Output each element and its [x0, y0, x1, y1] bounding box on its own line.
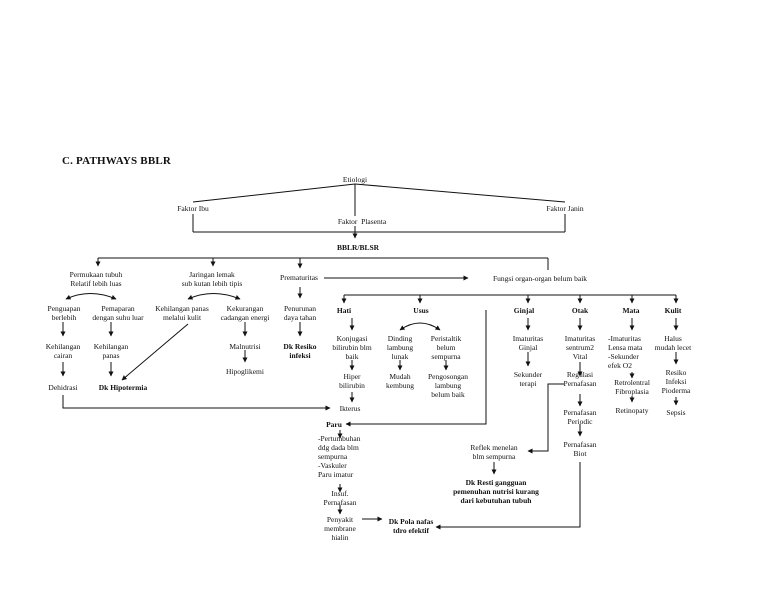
node-imaturitas-ginjal: Imaturitas Ginjal: [512, 334, 544, 352]
node-kehilangan-panas-kulit: Kehilangan panas melalui kulit: [155, 304, 209, 322]
node-mudah-kembung: Mudah kembung: [386, 372, 414, 390]
node-imaturitas-sentrum: Imaturitas sentrum2 Vital: [564, 334, 596, 361]
node-pernafasan-periodic: Pernafasan Periodic: [563, 408, 597, 426]
node-dk-resti: Dk Resti gangguan pemenuhan nutrisi kura…: [453, 478, 539, 505]
section-title: C. PATHWAYS BBLR: [62, 155, 172, 167]
node-kehilangan-cairan: Kehilangan cairan: [45, 342, 81, 360]
node-otak: Otak: [571, 306, 589, 315]
node-hati: Hati: [336, 306, 352, 315]
node-dehidrasi: Dehidrasi: [48, 383, 78, 392]
node-dinding-lambung: Dinding lambung lunak: [386, 334, 414, 361]
node-hiper-bilirubin: Hiper bilirubin: [339, 372, 365, 390]
node-penguapan: Penguapan berlebih: [47, 304, 81, 322]
node-sekunder-terapi: Sekunder terapi: [513, 370, 543, 388]
node-pemaparan: Pemaparan dengan suhu luar: [92, 304, 144, 322]
node-kehilangan-panas: Kehilangan panas: [93, 342, 129, 360]
node-kulit: Kulit: [664, 306, 682, 315]
node-ikterus: Ikterus: [339, 404, 361, 413]
node-malnutrisi: Malnutrisi: [229, 342, 261, 351]
node-dk-pola-nafas: Dk Pola nafas tdro efektif: [388, 517, 434, 535]
node-penyakit-membrane: Penyakit membrane hialin: [324, 515, 356, 542]
node-permukaan-tubuh: Permukaan tubuh Relatif lebih luas: [69, 270, 123, 288]
node-bblr: BBLR/BLSR: [336, 243, 380, 252]
node-mata: Mata: [622, 306, 640, 315]
node-prematuritas: Prematuritas: [280, 273, 318, 282]
node-regulasi-pernafasan: Regulasi Pernafasan: [563, 370, 597, 388]
node-faktor-plasenta: Faktor Plasenta: [337, 217, 387, 226]
node-sepsis: Sepsis: [666, 408, 686, 417]
node-pengosongan: Pengosongan lambung belum baik: [428, 372, 468, 399]
node-usus: Usus: [413, 306, 429, 315]
node-fungsi-organ: Fungsi organ-organ belum baik: [492, 274, 588, 283]
node-retinopaty: Retinopaty: [615, 406, 649, 415]
node-reflek-menelan: Reflek menelan blm sempurna: [470, 443, 518, 461]
node-halus-mudah-lecet: Halus mudah lecet: [654, 334, 692, 352]
node-retrolentral: Retrolentral Fibroplasia: [614, 378, 650, 396]
node-penurunan-daya-tahan: Penurunan daya tahan: [283, 304, 317, 322]
node-etiologi: Etiologi: [342, 175, 368, 184]
node-dk-hipotermia: Dk Hipotermia: [98, 383, 148, 392]
node-hipoglikemi: Hipoglikemi: [226, 367, 264, 376]
node-paru-details: -Pertumbuhan ddg dada blm sempurna -Vask…: [318, 434, 361, 479]
node-insuf-pernafasan: Insuf. Pernafasan: [323, 489, 357, 507]
node-ginjal: Ginjal: [513, 306, 535, 315]
node-resiko-infeksi-pioderma: Resiko Infeksi Pioderma: [661, 368, 691, 395]
node-dk-resiko-infeksi: Dk Resiko infeksi: [283, 342, 317, 360]
node-faktor-janin: Faktor Janin: [546, 204, 584, 213]
node-kekurangan-energi: Kekurangan cadangan energi: [220, 304, 270, 322]
node-peristaltik: Peristaltik belum sempurna: [430, 334, 462, 361]
node-faktor-ibu: Faktor Ibu: [177, 204, 209, 213]
node-paru: Paru: [326, 420, 342, 429]
node-pernafasan-biot: Pernafasan Biot: [563, 440, 597, 458]
node-konjugasi: Konjugasi bilirubin blm baik: [332, 334, 372, 361]
node-imaturitas-lensa: -Imaturitas Lensa mata -Sekunder efek O2: [608, 334, 643, 370]
node-jaringan-lemak: Jaringan lemak sub kutan lebih tipis: [181, 270, 243, 288]
